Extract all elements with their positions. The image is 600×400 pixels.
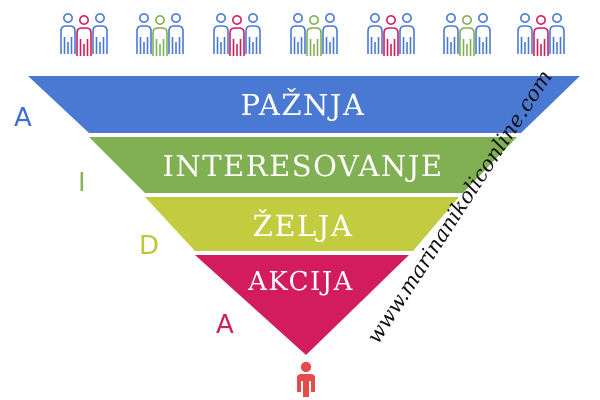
people-group-icon — [213, 12, 261, 57]
funnel-band-attention — [28, 76, 580, 133]
people-group-icon — [136, 12, 184, 57]
level-label-action: AKCIJA — [247, 267, 354, 297]
funnel-band-desire — [145, 197, 459, 251]
person-icon — [297, 361, 315, 397]
side-letter-a-action: A — [216, 310, 234, 340]
side-letter-i: I — [78, 168, 86, 198]
crowd-row — [60, 12, 565, 57]
level-label-attention: PAŽNJA — [241, 87, 366, 122]
level-label-interest: INTERESOVANJE — [162, 149, 443, 183]
side-letter-d: D — [139, 231, 159, 261]
people-group-icon — [443, 12, 491, 57]
level-label-desire: ŽELJA — [253, 208, 354, 243]
people-group-icon — [60, 12, 108, 57]
people-group-icon — [517, 12, 565, 57]
side-letter-a: A — [14, 103, 32, 133]
people-group-icon — [290, 12, 338, 57]
funnel-band-interest — [89, 137, 517, 193]
people-group-icon — [367, 12, 415, 57]
funnel — [28, 76, 580, 355]
funnel-band-action — [195, 255, 409, 355]
